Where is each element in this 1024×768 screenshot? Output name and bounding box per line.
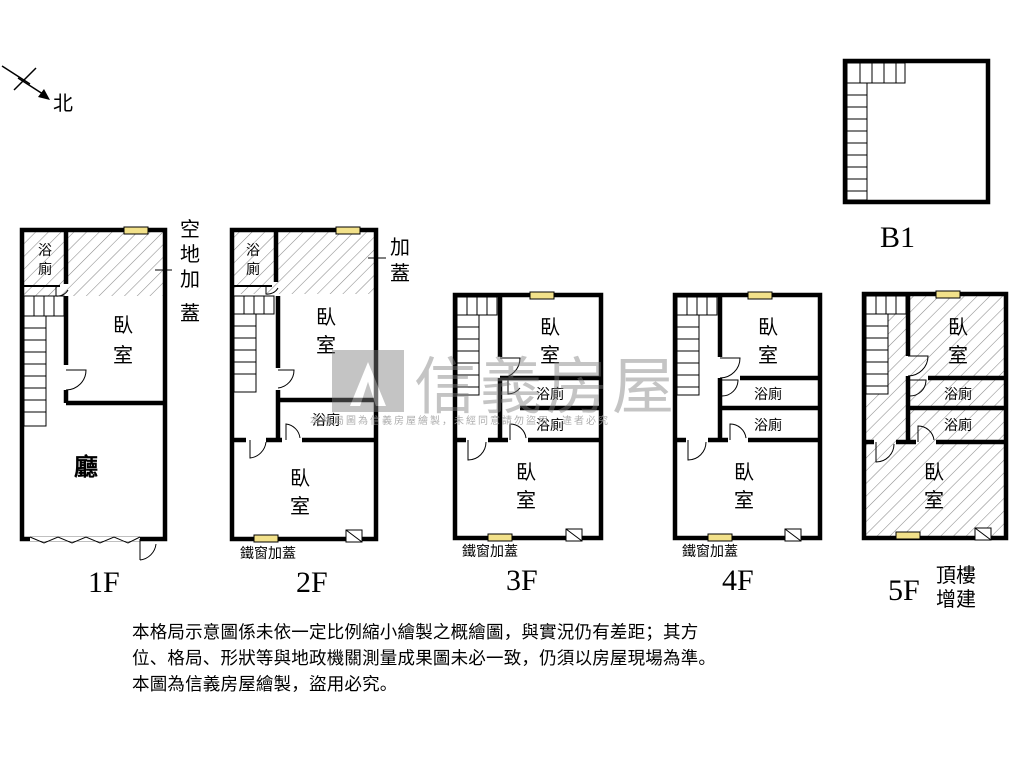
room-label-bath: 浴廁 — [754, 417, 782, 434]
floor-label-b1: B1 — [880, 221, 915, 254]
stairs — [23, 295, 65, 427]
room-label-bath: 浴廁 — [944, 417, 972, 434]
compass-label: 北 — [53, 91, 73, 115]
stairs — [846, 62, 906, 201]
room-label-bedroom: 臥 — [290, 466, 310, 490]
disclaimer-line: 本格局示意圖係未依一定比例縮小繪製之概繪圖，與實況仍有差距；其方 — [132, 623, 699, 643]
room-label-bedroom: 臥 — [734, 460, 754, 484]
floor-label-3f: 3F — [506, 564, 538, 597]
room-label-bedroom: 臥 — [948, 315, 968, 339]
disclaimer-line: 本圖為信義房屋繪製，盜用必究。 — [132, 675, 398, 695]
front-door — [29, 536, 157, 561]
room-label-bedroom: 室 — [516, 488, 536, 512]
room-label-bath: 浴 — [246, 243, 260, 259]
watermark-brand: 信義房屋 — [414, 350, 679, 423]
room-label-bedroom: 臥 — [924, 460, 944, 484]
stairs — [233, 295, 275, 393]
floor-label-5f: 5F — [888, 574, 920, 607]
annotation-2f: 加 — [390, 235, 410, 259]
window-note-3f: 鐵窗加蓋 — [462, 543, 518, 560]
floor-label-1f: 1F — [88, 566, 120, 599]
annotation-5f: 增建 — [936, 587, 976, 611]
room-label-bedroom: 臥 — [540, 315, 560, 339]
room-label-bedroom: 室 — [316, 333, 336, 357]
annotation-1f: 蓋 — [180, 301, 200, 325]
watermark: 信義房屋 — [332, 336, 678, 426]
room-label-bath: 浴 — [38, 243, 52, 259]
watermark-notice: 本格局圖為信義房屋繪製，未經同意請勿盜用，違者必究 — [310, 416, 610, 427]
room-label-bedroom: 室 — [924, 488, 944, 512]
disclaimer-line: 位、格局、形狀等與地政機關測量成果圖未必一致，仍須以房屋現場為準。 — [132, 649, 717, 669]
annotation-5f: 頂樓 — [936, 563, 976, 587]
room-label-bedroom: 室 — [290, 494, 310, 518]
floor-1f: 浴 廁 臥 室 廳 空 地 加 蓋 1F — [19, 217, 200, 599]
compass-north-arrow: 北 — [1, 65, 73, 115]
annotation-1f: 加 — [180, 267, 200, 291]
floor-b1: B1 — [842, 58, 991, 254]
floor-label-2f: 2F — [296, 566, 328, 599]
floor-5f: 臥 室 浴廁 浴廁 臥 室 5F 頂樓 增建 — [861, 290, 1009, 611]
room-label-bedroom: 臥 — [316, 305, 336, 329]
room-label-bedroom: 室 — [734, 488, 754, 512]
room-label-bath: 廁 — [246, 261, 260, 278]
annotation-1f: 地 — [180, 242, 200, 266]
floor-3f: 臥 室 浴廁 浴廁 臥 室 鐵窗加蓋 3F — [452, 291, 604, 597]
stairs — [676, 296, 718, 396]
room-label-bath: 浴廁 — [754, 386, 782, 403]
floor-2f: 浴 廁 臥 室 浴廁 臥 室 加 蓋 鐵窗加蓋 2F — [229, 226, 410, 599]
room-label-bedroom: 室 — [758, 343, 778, 367]
room-label-bath: 廁 — [38, 261, 52, 278]
annotation-2f: 蓋 — [390, 261, 410, 285]
annotation-1f: 空 — [180, 217, 200, 241]
window-note-2f: 鐵窗加蓋 — [240, 545, 296, 562]
room-label-bath: 浴廁 — [944, 386, 972, 403]
room-label-bath: 浴廁 — [536, 386, 564, 403]
room-label-bedroom: 臥 — [758, 315, 778, 339]
room-label-bedroom: 室 — [113, 343, 133, 367]
room-label-bedroom: 臥 — [113, 313, 133, 337]
room-label-bath: 浴廁 — [312, 412, 340, 429]
disclaimer: 本格局示意圖係未依一定比例縮小繪製之概繪圖，與實況仍有差距；其方 位、格局、形狀… — [132, 620, 912, 698]
room-label-bedroom: 室 — [948, 343, 968, 367]
floor-label-4f: 4F — [722, 564, 754, 597]
room-label-hall: 廳 — [74, 452, 98, 481]
room-label-bedroom: 臥 — [516, 460, 536, 484]
stairs — [865, 295, 907, 395]
stairs — [456, 296, 498, 396]
floor-4f: 臥 室 浴廁 浴廁 臥 室 鐵窗加蓋 4F — [672, 291, 823, 597]
brand-logo-icon — [332, 350, 404, 412]
window-note-4f: 鐵窗加蓋 — [682, 543, 738, 560]
room-label-bedroom: 室 — [540, 343, 560, 367]
room-label-bath: 浴廁 — [536, 417, 564, 434]
